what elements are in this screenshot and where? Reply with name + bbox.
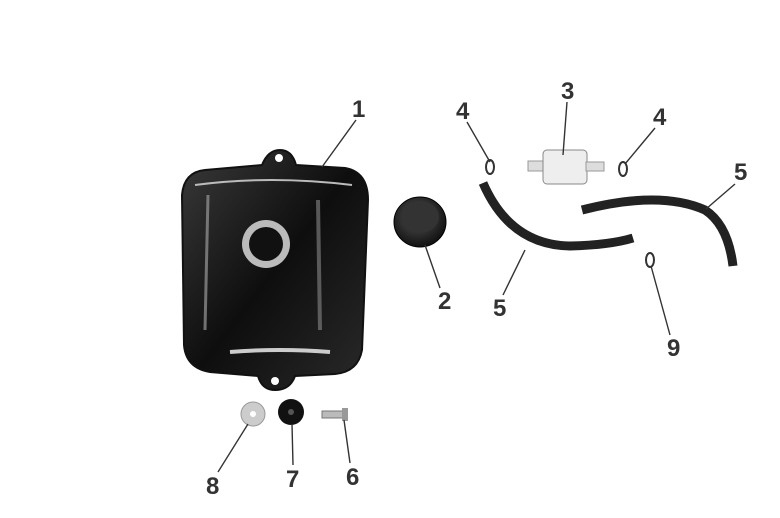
rubber-grommet: [278, 399, 304, 425]
hose-clip: [485, 159, 495, 175]
callout-8: 8: [206, 473, 219, 500]
callout-4: 4: [653, 104, 667, 131]
callout-3: 3: [561, 78, 574, 105]
callout-9: 9: [667, 335, 680, 362]
bolt: [321, 408, 348, 421]
callout-5: 5: [493, 295, 506, 322]
callout-4: 4: [456, 98, 470, 125]
callout-6: 6: [346, 464, 359, 491]
fuel-hose: [478, 181, 635, 251]
callout-5: 5: [734, 159, 747, 186]
fuel-cap: [393, 196, 447, 248]
callout-2: 2: [438, 288, 451, 315]
fuel-hose: [580, 195, 738, 267]
callout-1: 1: [352, 96, 365, 123]
fuel-tank: [180, 148, 370, 392]
washer: [240, 401, 266, 427]
hose-clip: [618, 161, 628, 177]
callout-7: 7: [286, 466, 299, 493]
leader-lines: [217, 101, 736, 473]
hose-clip: [645, 252, 655, 268]
fuel-filter: [527, 149, 605, 185]
